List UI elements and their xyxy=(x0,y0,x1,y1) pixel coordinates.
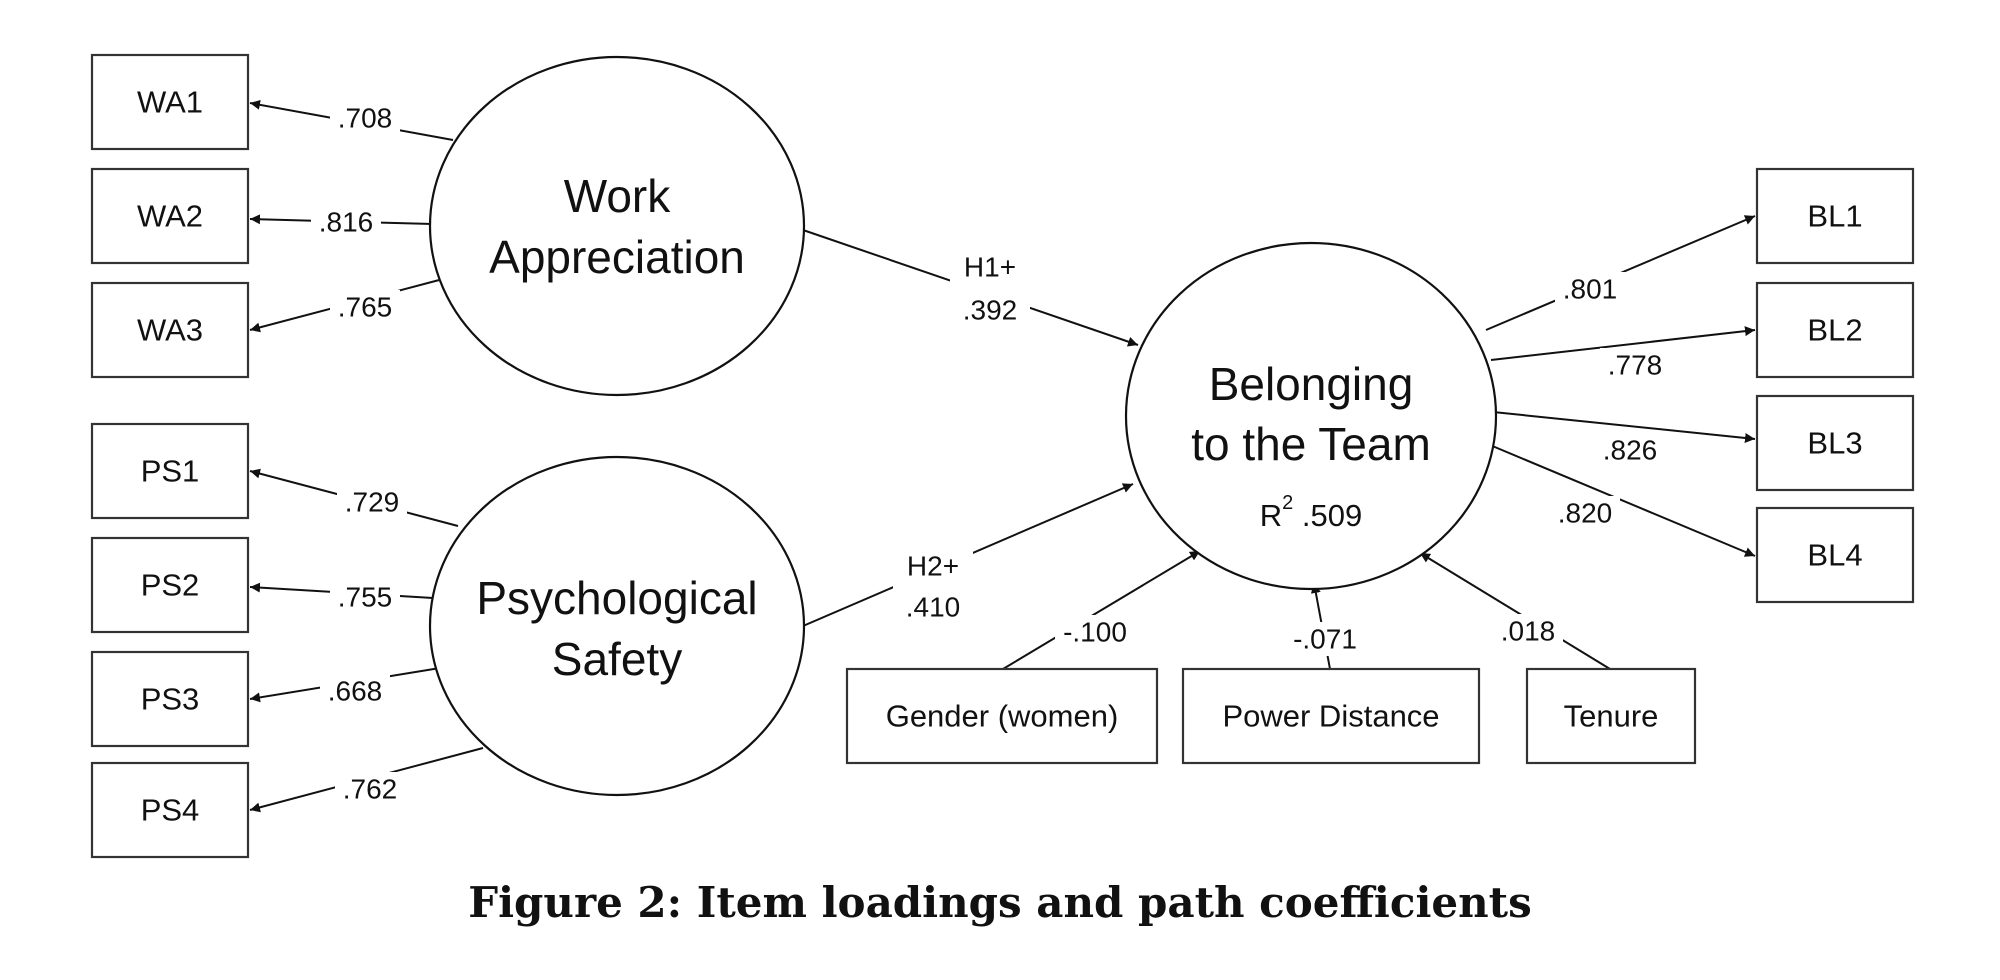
indicator-bl3: BL3 xyxy=(1755,394,1915,492)
indicator-label: WA1 xyxy=(137,85,203,120)
indicator-label: BL4 xyxy=(1807,538,1862,573)
control-label-gender-coef: -.100 xyxy=(1055,615,1135,649)
indicator-bl2: BL2 xyxy=(1755,281,1915,379)
hypothesis-text: H2+ xyxy=(907,551,959,582)
indicator-bl1: BL1 xyxy=(1755,167,1915,265)
indicator-ps2: PS2 xyxy=(90,536,250,634)
loading-arrow-bl4 xyxy=(1489,444,1756,557)
control-label: Tenure xyxy=(1564,699,1659,734)
construct-belonging: Belonging to the Team R2 .509 xyxy=(1124,241,1498,591)
coefficient-text: .762 xyxy=(343,774,398,805)
loading-label-wa2: .816 xyxy=(311,205,381,239)
loading-label-ps2: .755 xyxy=(330,580,400,614)
coefficient-text: .708 xyxy=(338,103,393,134)
loading-label-ps4: .762 xyxy=(335,772,405,806)
control-arrow-tenure xyxy=(1419,552,1611,670)
indicator-ps1: PS1 xyxy=(90,422,250,520)
hypothesis-text: H1+ xyxy=(964,252,1016,283)
control-tenure: Tenure xyxy=(1525,667,1697,765)
path-label-h2: H2+ .410 xyxy=(893,545,973,625)
coefficient-text: -.071 xyxy=(1293,624,1357,655)
indicator-wa1: WA1 xyxy=(90,53,250,151)
coefficient-text: .018 xyxy=(1501,616,1556,647)
loading-label-bl1: .801 xyxy=(1555,272,1625,306)
construct-label-line1: Work xyxy=(564,170,671,222)
coefficient-text: .755 xyxy=(338,582,393,613)
loading-label-bl2: .778 xyxy=(1600,348,1670,382)
loading-label-ps1: .729 xyxy=(337,485,407,519)
coefficient-text: .820 xyxy=(1558,498,1613,529)
r-squared-symbol: R xyxy=(1260,498,1282,533)
loading-label-ps3: .668 xyxy=(320,674,390,708)
indicator-label: PS3 xyxy=(141,682,200,717)
indicator-label: BL3 xyxy=(1807,426,1862,461)
indicator-wa3: WA3 xyxy=(90,281,250,379)
loading-label-bl3: .826 xyxy=(1595,433,1665,467)
control-label: Power Distance xyxy=(1222,699,1439,734)
r-squared-superscript: 2 xyxy=(1282,492,1293,514)
construct-label-line1: Belonging xyxy=(1209,358,1414,410)
indicator-label: PS4 xyxy=(141,793,200,828)
r-squared-label: R2 .509 xyxy=(1260,492,1362,533)
indicator-label: PS1 xyxy=(141,454,200,489)
indicator-label: BL1 xyxy=(1807,199,1862,234)
coefficient-text: .816 xyxy=(319,207,374,238)
control-power-distance: Power Distance xyxy=(1181,667,1481,765)
coefficient-text: .778 xyxy=(1608,350,1663,381)
construct-psychological-safety: Psychological Safety xyxy=(428,455,806,797)
indicator-label: WA3 xyxy=(137,313,203,348)
construct-work-appreciation: Work Appreciation xyxy=(428,55,806,397)
coefficient-text: .410 xyxy=(906,592,961,623)
loading-arrow-bl3 xyxy=(1492,411,1756,443)
control-label-power-distance-coef: -.071 xyxy=(1285,622,1365,656)
indicator-ps4: PS4 xyxy=(90,761,250,859)
construct-label-line2: to the Team xyxy=(1191,418,1431,470)
control-gender: Gender (women) xyxy=(845,667,1159,765)
coefficient-text: .765 xyxy=(338,292,393,323)
loading-label-bl4: .820 xyxy=(1550,496,1620,530)
indicator-label: WA2 xyxy=(137,199,203,234)
coefficient-text: .826 xyxy=(1603,435,1658,466)
control-label-tenure-coef: .018 xyxy=(1493,614,1563,648)
control-arrow-gender xyxy=(1002,550,1201,670)
indicator-ps3: PS3 xyxy=(90,650,250,748)
loading-label-wa3: .765 xyxy=(330,290,400,324)
construct-label-line2: Safety xyxy=(552,633,682,685)
r-squared-value: .509 xyxy=(1302,498,1362,533)
coefficient-text: .668 xyxy=(328,676,383,707)
figure-caption: Figure 2: Item loadings and path coeffic… xyxy=(468,878,1532,927)
indicator-bl4: BL4 xyxy=(1755,506,1915,604)
construct-label-line1: Psychological xyxy=(476,572,757,624)
indicator-label: BL2 xyxy=(1807,313,1862,348)
construct-label-line2: Appreciation xyxy=(489,231,745,283)
path-label-h1: H1+ .392 xyxy=(950,248,1030,328)
coefficient-text: .729 xyxy=(345,487,400,518)
loading-arrow-bl2 xyxy=(1490,326,1756,361)
loading-label-wa1: .708 xyxy=(330,100,400,134)
coefficient-text: -.100 xyxy=(1063,617,1127,648)
coefficient-text: .392 xyxy=(963,295,1018,326)
control-label: Gender (women) xyxy=(886,699,1119,734)
indicator-wa2: WA2 xyxy=(90,167,250,265)
r-squared-gap xyxy=(1293,498,1302,533)
coefficient-text: .801 xyxy=(1563,274,1618,305)
indicator-label: PS2 xyxy=(141,568,200,603)
